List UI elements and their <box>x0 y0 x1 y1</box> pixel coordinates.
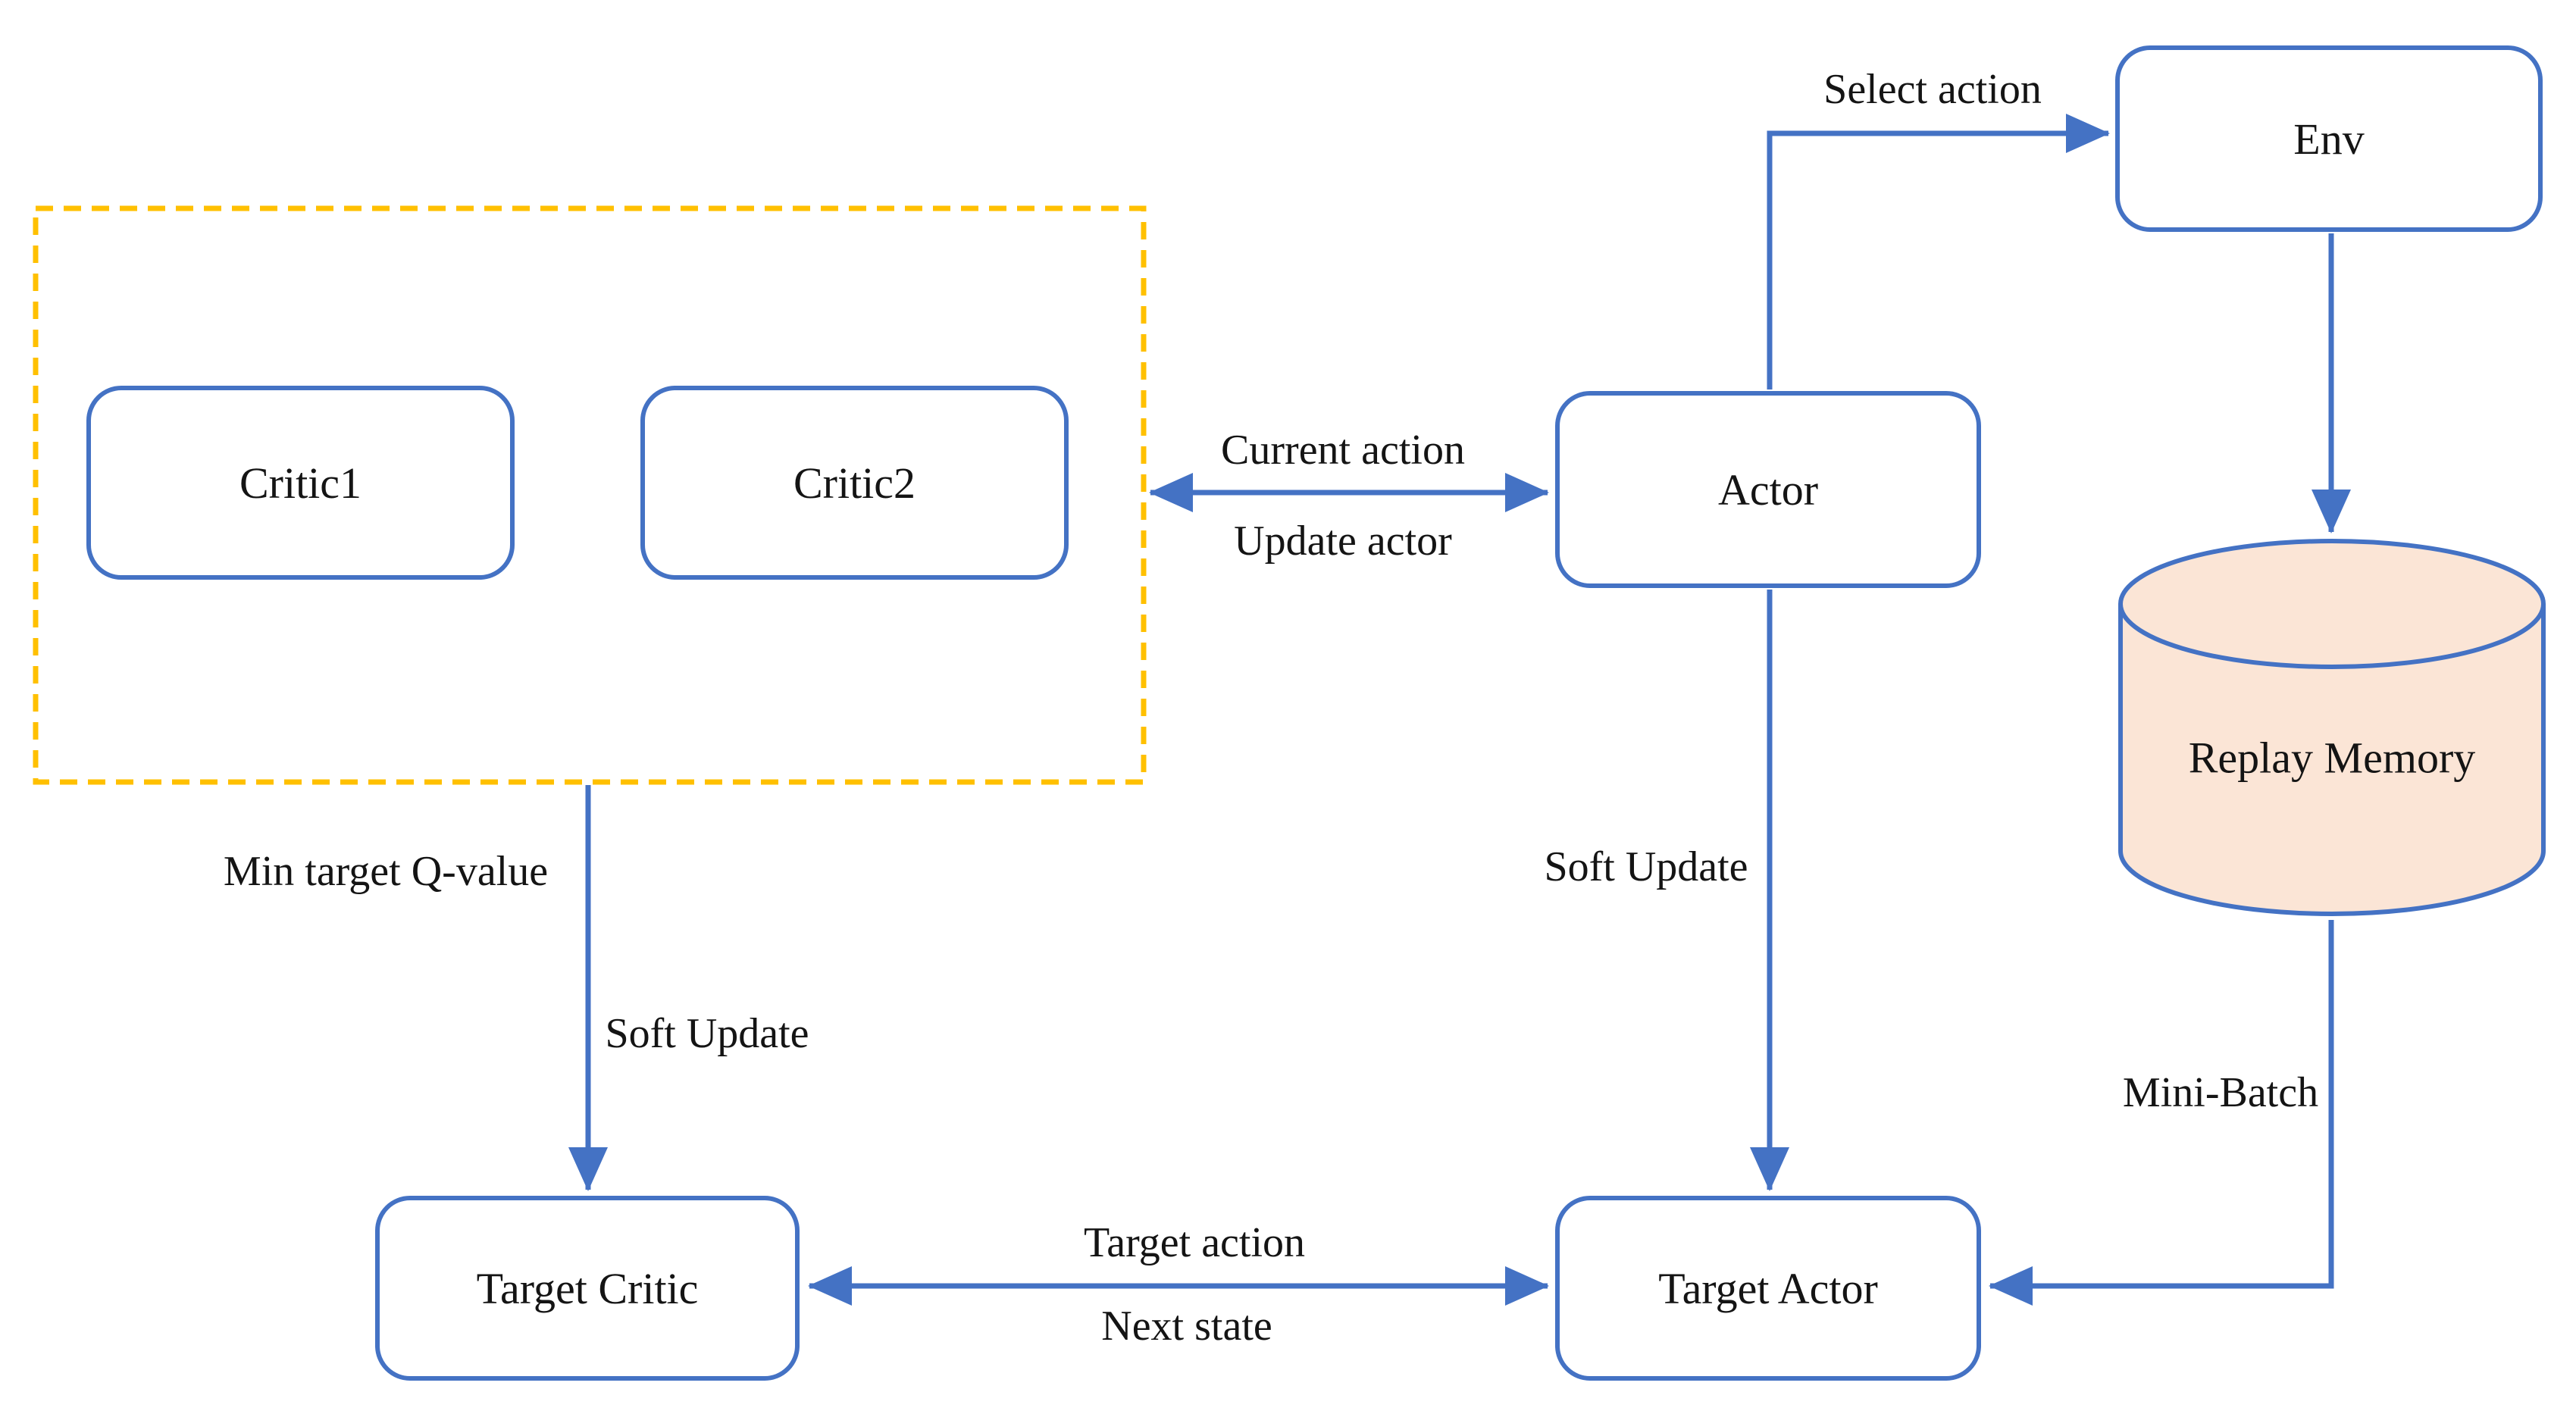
edge-label-next-state: Next state <box>1101 1303 1272 1350</box>
node-target-actor: Target Actor <box>1555 1196 1981 1381</box>
edge-label-update-actor: Update actor <box>1234 518 1452 565</box>
edge-label-soft-update-mid: Soft Update <box>1544 843 1748 890</box>
node-target-critic: Target Critic <box>375 1196 800 1381</box>
node-critic2-label: Critic2 <box>793 458 916 508</box>
edge-label-mini-batch: Mini-Batch <box>2122 1069 2319 1116</box>
node-replay-memory-label: Replay Memory <box>2188 733 2476 783</box>
edge-label-min-target-q-value: Min target Q-value <box>223 848 549 895</box>
node-env: Env <box>2115 45 2543 232</box>
edge-label-target-action: Target action <box>1083 1219 1306 1266</box>
node-critic2: Critic2 <box>640 386 1069 580</box>
edge-actor-env <box>1767 114 2110 389</box>
edge-label-soft-update-left: Soft Update <box>605 1010 809 1057</box>
edge-label-current-action: Current action <box>1221 427 1465 474</box>
node-actor-label: Actor <box>1717 465 1819 515</box>
node-target-critic-label: Target Critic <box>476 1263 699 1313</box>
node-replay-memory: Replay Memory <box>2117 538 2546 917</box>
node-env-label: Env <box>2293 114 2365 164</box>
node-actor: Actor <box>1555 391 1981 588</box>
edge-replay-memory-target-actor <box>1989 920 2334 1306</box>
cylinder-icon <box>2118 539 2546 916</box>
edge-label-select-action: Select action <box>1823 66 2042 113</box>
node-critic1-label: Critic1 <box>239 458 362 508</box>
node-target-actor-label: Target Actor <box>1658 1263 1878 1313</box>
node-critic1: Critic1 <box>86 386 515 580</box>
